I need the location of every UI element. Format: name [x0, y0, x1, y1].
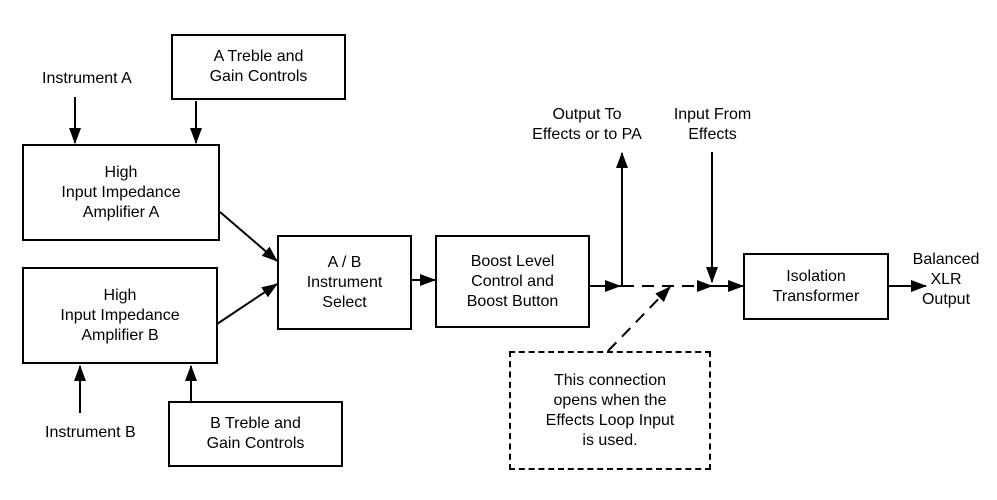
ab-instrument-select-block: A / B Instrument Select	[277, 235, 412, 330]
output-to-effects-label: Output To Effects or to PA	[517, 105, 657, 145]
dashed-note-pointer	[607, 286, 671, 352]
arrow-output-to-effects	[616, 152, 628, 287]
instrument-a-label: Instrument A	[42, 70, 132, 87]
amplifier-a-block: High Input Impedance Amplifier A	[22, 144, 220, 241]
block-line: A / B	[327, 253, 362, 271]
note-line: is used.	[582, 431, 638, 449]
block-line: Select	[322, 293, 367, 311]
label-line: Input From	[673, 106, 752, 123]
note-line: opens when the	[553, 391, 667, 409]
block-line: Gain Controls	[209, 68, 308, 85]
block-line: Input Impedance	[60, 306, 180, 324]
a-treble-gain-controls-block: A Treble and Gain Controls	[171, 34, 346, 100]
balanced-xlr-output-label: Balanced XLR Output	[903, 250, 989, 310]
block-line: High	[103, 286, 137, 304]
block-line: Control and	[471, 272, 554, 290]
label-line: Output	[921, 291, 971, 308]
note-line: This connection	[553, 371, 667, 389]
block-line: Amplifier A	[82, 203, 160, 221]
arrow-amp-a-to-select	[219, 211, 278, 262]
block-line: A Treble and	[213, 48, 304, 65]
b-treble-gain-controls-block: B Treble and Gain Controls	[168, 401, 343, 467]
label-line: Output To	[552, 106, 622, 123]
block-line: B Treble and	[210, 415, 301, 432]
note-line: Effects Loop Input	[545, 411, 675, 429]
input-from-effects-label: Input From Effects	[660, 105, 765, 145]
block-line: Amplifier B	[81, 326, 159, 344]
block-line: High	[104, 163, 138, 181]
block-line: Instrument	[306, 273, 383, 291]
label-line: Balanced	[912, 251, 980, 268]
isolation-transformer-block: Isolation Transformer	[743, 253, 889, 320]
label-line: XLR	[930, 271, 962, 288]
block-line: Transformer	[772, 287, 860, 305]
arrow-amp-b-to-select	[216, 283, 278, 325]
amplifier-b-block: High Input Impedance Amplifier B	[22, 267, 218, 364]
block-line: Boost Button	[466, 292, 559, 310]
block-line: Input Impedance	[61, 183, 181, 201]
block-line: Boost Level	[470, 252, 555, 270]
block-line: Gain Controls	[206, 435, 305, 452]
label-line: Effects	[688, 126, 737, 143]
label-line: Effects or to PA	[532, 126, 642, 143]
boost-level-block: Boost Level Control and Boost Button	[435, 235, 590, 328]
instrument-b-label: Instrument B	[45, 424, 136, 441]
effects-loop-note-box: This connection opens when the Effects L…	[509, 351, 711, 470]
block-line: Isolation	[786, 267, 846, 285]
